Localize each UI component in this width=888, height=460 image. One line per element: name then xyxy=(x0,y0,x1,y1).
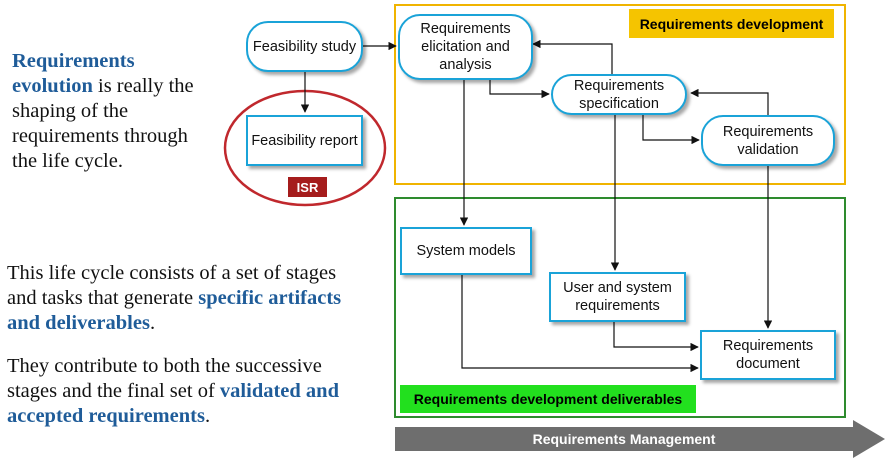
contribute-paragraph: They contribute to both the successive s… xyxy=(7,354,362,429)
development-label: Requirements development xyxy=(629,9,834,38)
management-label: Requirements Management xyxy=(532,431,716,447)
deliverables-region xyxy=(394,197,846,418)
spec-to-elicitation-arrow xyxy=(532,39,613,74)
system-models-node: System models xyxy=(400,227,532,275)
evolution-paragraph: Requirements evolution is really the sha… xyxy=(12,49,212,174)
management-arrow xyxy=(395,420,885,458)
validated-highlight: validated and accepted requirements xyxy=(7,380,339,427)
feasibility-report-node: Feasibility report xyxy=(246,115,363,166)
spec-to-validation-arrow xyxy=(642,114,700,145)
usersys-to-document-arrow xyxy=(613,322,699,352)
models-to-document-arrow xyxy=(461,275,699,373)
elicitation-node: Requirements elicitation and analysis xyxy=(398,14,533,80)
evolution-rest: is really the shaping of the requirement… xyxy=(12,75,194,172)
elicitation-to-spec-arrow xyxy=(489,80,550,99)
contribute-end: . xyxy=(204,405,211,427)
validation-node: Requirements validation xyxy=(701,115,835,166)
evolution-highlight: Requirements evolution xyxy=(12,50,135,97)
lifecycle-paragraph: This life cycle consists of a set of sta… xyxy=(7,261,362,336)
requirements-document-node: Requirements document xyxy=(700,330,836,380)
isr-badge: ISR xyxy=(288,177,327,197)
artifacts-highlight: specific artifacts and deliverables xyxy=(7,287,342,334)
feasibility-study-node: Feasibility study xyxy=(246,21,363,72)
specification-node: Requirements specification xyxy=(551,74,687,115)
deliverables-label: Requirements development deliverables xyxy=(400,385,696,413)
development-region xyxy=(394,4,846,185)
contribute-text: They contribute to both the successive s… xyxy=(7,355,322,402)
lifecycle-text: This life cycle consists of a set of sta… xyxy=(7,262,337,309)
lifecycle-end: . xyxy=(149,312,156,334)
user-system-requirements-node: User and system requirements xyxy=(549,272,686,322)
validation-to-spec-arrow xyxy=(690,88,769,115)
